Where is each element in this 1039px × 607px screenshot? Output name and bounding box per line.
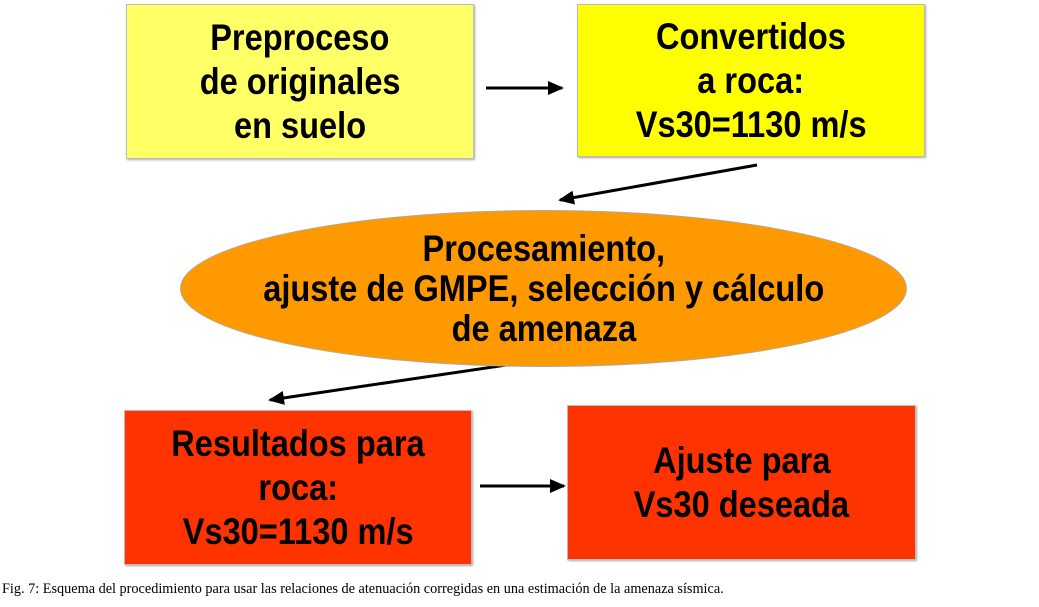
figure-caption: Fig. 7: Esquema del procedimiento para u… — [2, 581, 724, 597]
box-text: roca: — [258, 466, 338, 508]
ellipse-procesamiento: Procesamiento, ajuste de GMPE, selección… — [180, 210, 907, 367]
box-text: en suelo — [233, 104, 367, 146]
ellipse-text: de amenaza — [451, 307, 636, 349]
box-text: a roca: — [697, 59, 805, 101]
box-text: Preproceso — [210, 16, 390, 58]
box-text: Ajuste para — [652, 439, 831, 481]
box-preproceso: Preproceso de originales en suelo — [126, 4, 474, 159]
box-text: de originales — [199, 60, 401, 102]
box-ajuste: Ajuste para Vs30 deseada — [567, 405, 916, 560]
arrow-2-to-ellipse — [558, 163, 758, 205]
ellipse-text: ajuste de GMPE, selección y cálculo — [262, 267, 824, 309]
box-resultados: Resultados para roca: Vs30=1130 m/s — [124, 410, 472, 565]
ellipse-text: Procesamiento, — [422, 227, 665, 269]
box-text: Vs30=1130 m/s — [635, 103, 867, 145]
box-convertidos: Convertidos a roca: Vs30=1130 m/s — [577, 4, 925, 157]
box-text: Vs30 deseada — [633, 483, 850, 525]
box-text: Vs30=1130 m/s — [182, 510, 414, 552]
box-text: Resultados para — [171, 422, 425, 464]
box-text: Convertidos — [656, 15, 846, 57]
arrow-ellipse-to-3 — [268, 362, 514, 405]
